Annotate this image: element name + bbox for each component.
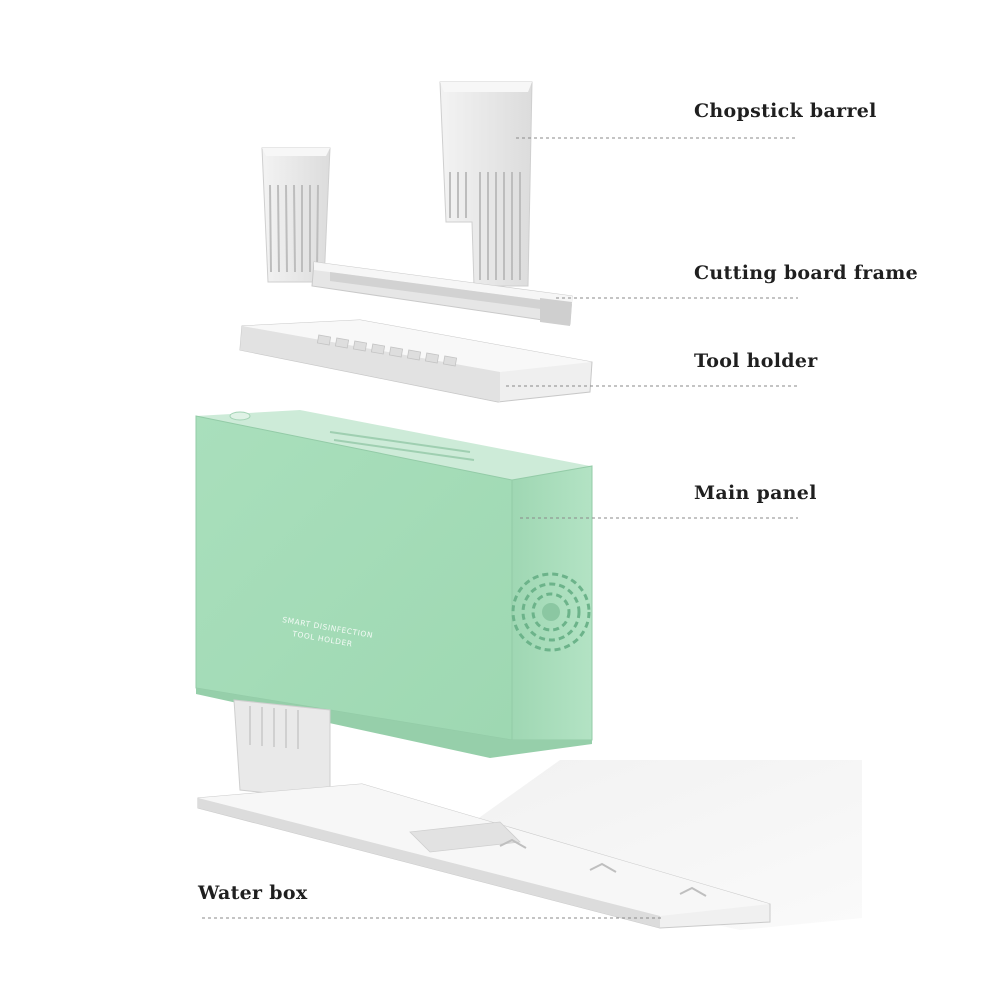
chopstick-barrel-tall xyxy=(439,81,533,287)
label-water-box: Water box xyxy=(198,882,308,904)
label-cutting-board-frame: Cutting board frame xyxy=(694,262,918,284)
water-box-part xyxy=(197,699,771,929)
label-chopstick-barrel: Chopstick barrel xyxy=(694,100,877,122)
leader-lines xyxy=(202,137,798,919)
fan-vent-icon xyxy=(511,572,591,652)
label-tool-holder: Tool holder xyxy=(694,350,818,372)
cutting-board-frame-part xyxy=(311,261,573,326)
chopstick-barrel-small xyxy=(261,147,331,283)
main-panel-part: SMART DISINFECTION TOOL HOLDER xyxy=(195,410,593,758)
floor-shadow xyxy=(420,760,862,930)
tool-holder-part xyxy=(239,319,593,403)
label-main-panel: Main panel xyxy=(694,482,817,504)
